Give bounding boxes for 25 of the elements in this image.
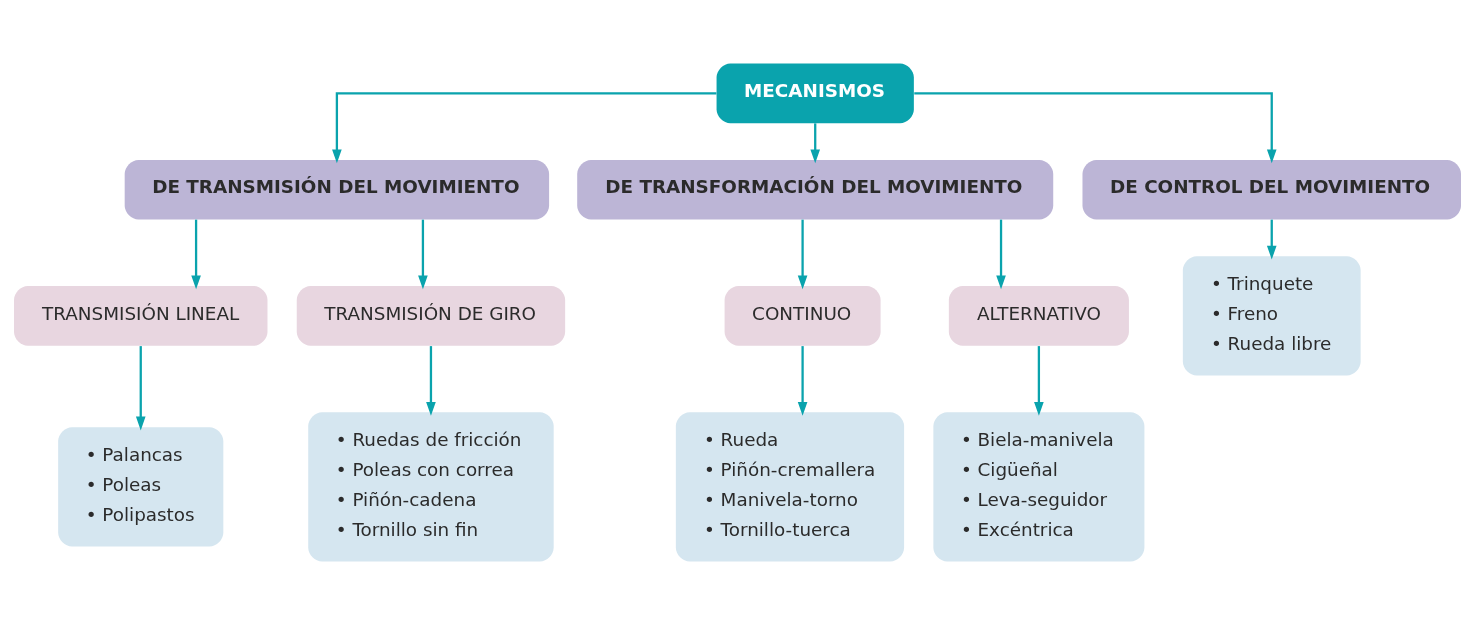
node-box: • Ruedas de fricción • Poleas con correa • Piñón-cadena • Tornillo sin fin: [308, 411, 554, 561]
arrow: [135, 345, 146, 430]
arrow: [797, 219, 808, 289]
arrow: [1034, 345, 1044, 416]
node-box: DE CONTROL DEL MOVIMIENTO: [1082, 159, 1461, 220]
arrow: [810, 122, 821, 163]
arrow: [996, 219, 1006, 289]
node-box: DE TRANSFORMACIÓN DEL MOVIMIENTO: [577, 159, 1054, 220]
node-box: • Palancas • Poleas • Polipastos: [58, 426, 224, 546]
node-box: TRANSMISIÓN DE GIRO: [296, 285, 566, 346]
node-box: DE TRANSMISIÓN DEL MOVIMIENTO: [124, 159, 550, 220]
node-box: • Rueda • Piñón-cremallera • Manivela-torno • Tornillo-tuerca: [675, 411, 905, 561]
arrow: [426, 345, 436, 416]
arrow: [418, 219, 428, 289]
node-box: MECANISMOS: [716, 63, 914, 123]
node-box: • Trinquete • Freno • Rueda libre: [1182, 255, 1361, 376]
node-box: • Biela-manivela • Cigüeñal • Leva-seguidor • Excéntrica: [933, 411, 1145, 561]
arrow: [191, 219, 201, 289]
arrow: [1266, 219, 1277, 259]
node-box: TRANSMISIÓN LINEAL: [14, 285, 268, 346]
arrow: [332, 91, 717, 163]
arrow: [914, 91, 1277, 163]
node-box: CONTINUO: [724, 285, 881, 346]
node-box: ALTERNATIVO: [948, 285, 1129, 346]
arrow: [797, 345, 808, 416]
